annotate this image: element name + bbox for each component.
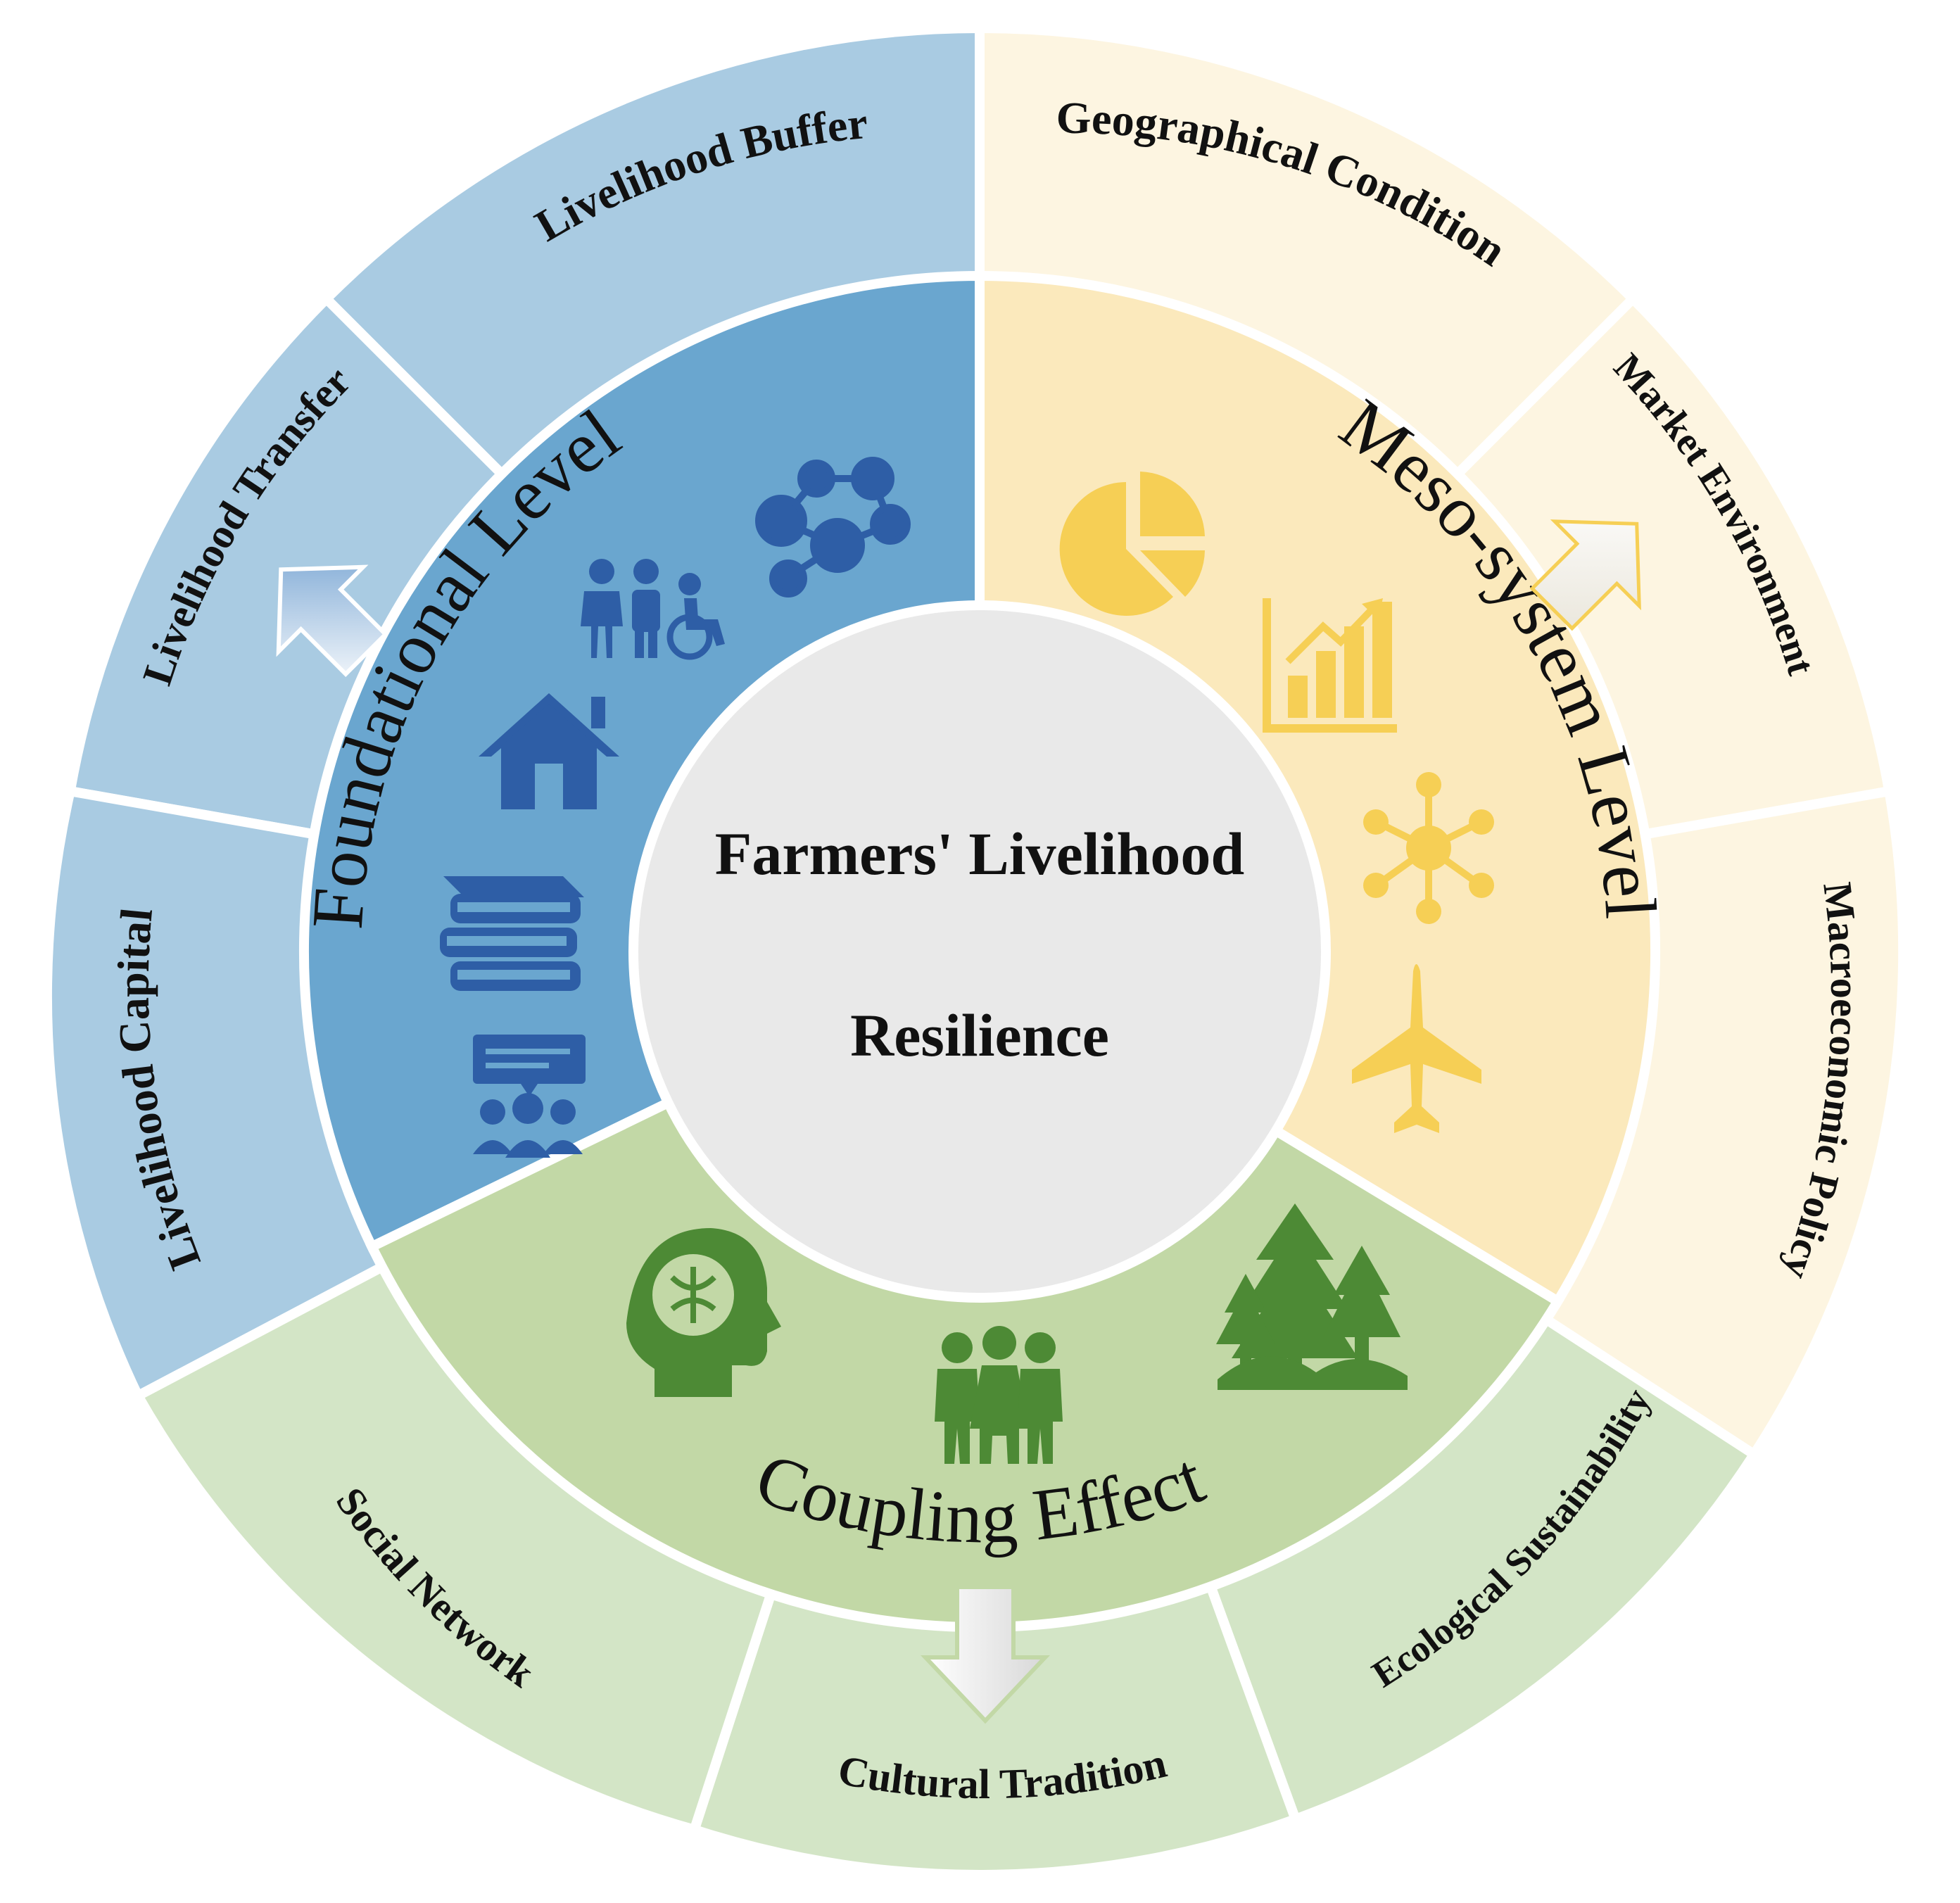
arrow-meso-icon <box>1529 519 1641 631</box>
group-people-icon <box>935 1326 1063 1464</box>
center-circle <box>628 600 1331 1303</box>
bar-chart-growth-icon <box>1263 598 1397 733</box>
arrow-foundational-icon <box>276 564 389 678</box>
hub-icon <box>1363 772 1494 924</box>
airplane-icon <box>1352 964 1481 1133</box>
people-disability-icon <box>581 559 725 660</box>
center-title-line1: Farmers' Livelihood <box>715 820 1244 887</box>
house-icon <box>479 693 619 809</box>
arrow-coupling-icon <box>921 1585 1050 1724</box>
books-icon <box>440 876 584 991</box>
center-title-line2: Resilience <box>850 1001 1109 1069</box>
pie-chart-icon <box>1059 472 1205 616</box>
forest-icon <box>1216 1203 1408 1390</box>
brain-head-icon <box>626 1228 781 1397</box>
meeting-icon <box>473 1035 586 1158</box>
network-icon <box>755 457 911 598</box>
